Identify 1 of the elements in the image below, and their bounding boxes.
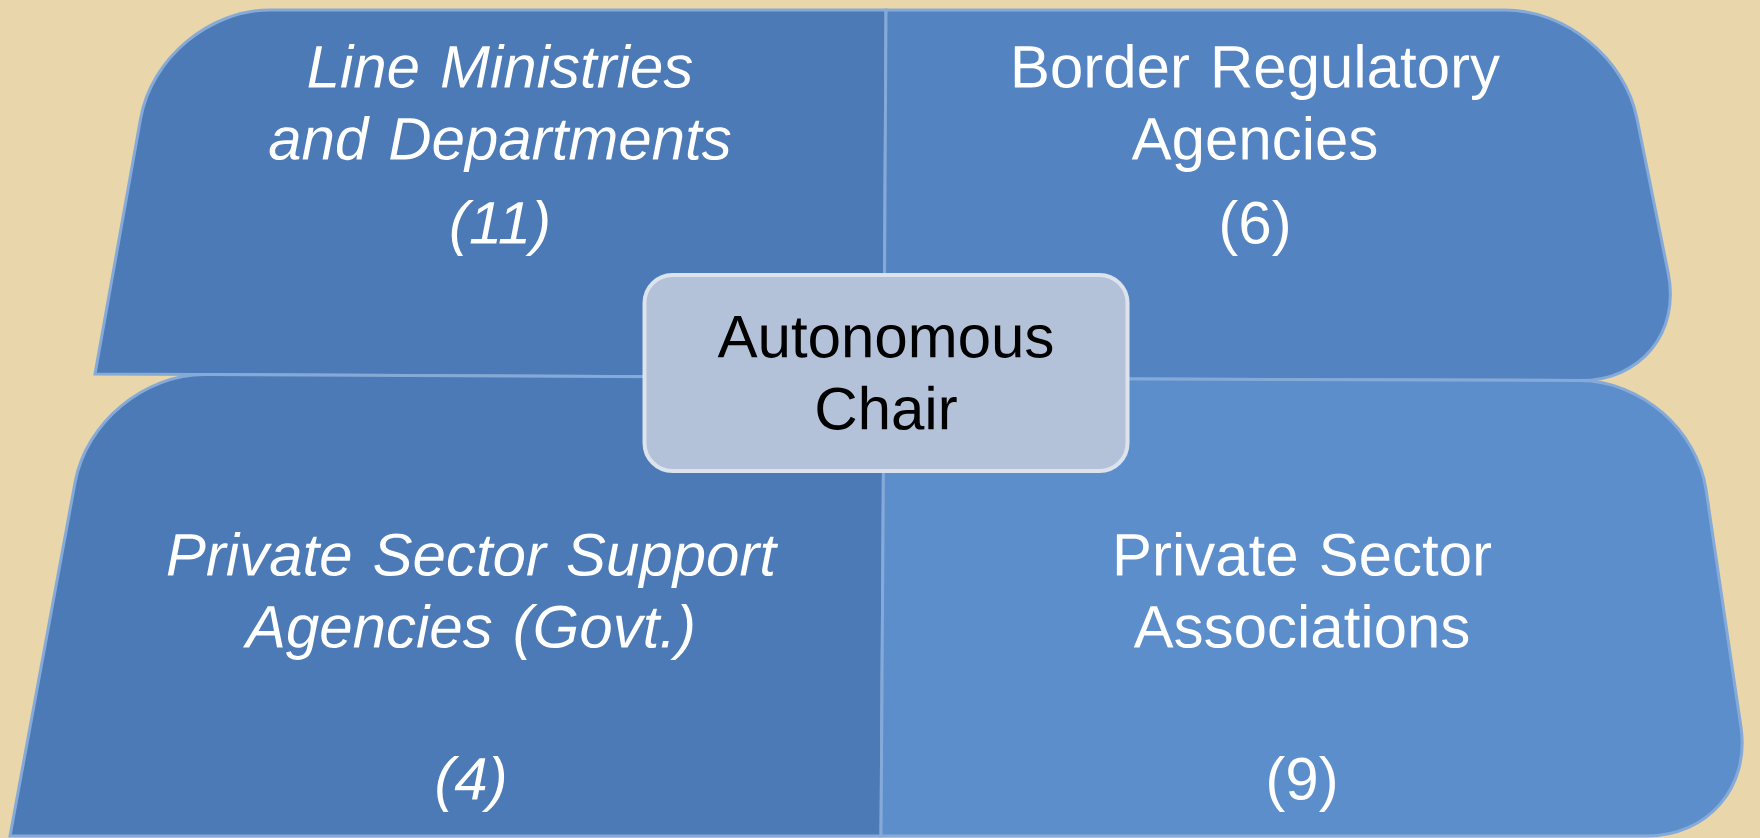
centre-box: Autonomous Chair [642, 273, 1130, 473]
